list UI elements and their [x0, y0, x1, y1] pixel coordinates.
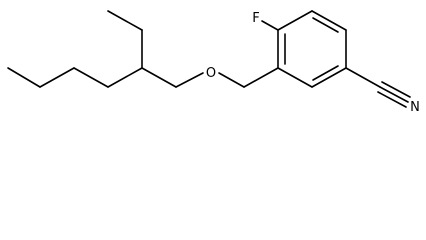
bond: [73, 67, 109, 88]
bond: [175, 72, 204, 88]
bond: [243, 67, 279, 88]
bond: [218, 72, 245, 88]
bond: [277, 67, 313, 88]
benzene-ring: [277, 10, 347, 88]
triple-bond: [379, 86, 409, 103]
bond: [141, 67, 177, 88]
chemical-structure: F O N: [7, 10, 420, 115]
double-bond-inner: [312, 65, 339, 81]
double-bond-inner: [312, 17, 339, 33]
oxygen-label: O: [206, 66, 216, 81]
nitrile-group: [345, 67, 411, 108]
alkyl-chain: [7, 10, 204, 88]
triple-bond: [377, 91, 407, 108]
bond: [107, 67, 143, 88]
bond: [311, 67, 347, 88]
bond: [311, 10, 347, 31]
bond: [7, 67, 41, 88]
ether-linker: [218, 67, 279, 88]
fluorine-label: F: [252, 11, 259, 26]
triple-bond: [381, 81, 411, 98]
bond: [345, 67, 381, 88]
bond: [277, 10, 313, 31]
bond: [39, 67, 75, 88]
nitrogen-label: N: [410, 100, 420, 115]
bond: [261, 20, 279, 31]
bond: [107, 10, 143, 31]
